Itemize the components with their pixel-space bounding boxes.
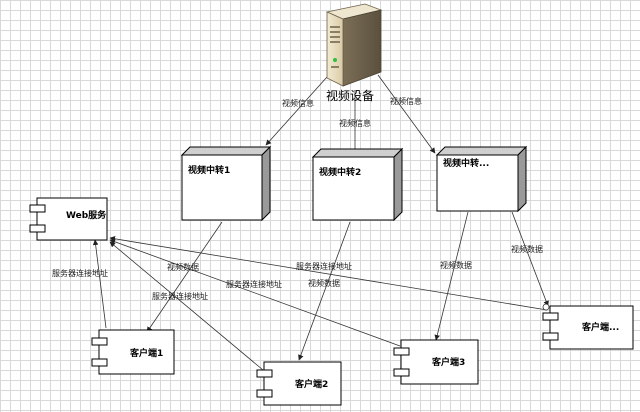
edge-relay2-client2: [298, 221, 351, 361]
client-1-label: 客户端1: [129, 347, 163, 359]
edges: [92, 74, 550, 371]
relay-node-2[interactable]: 视频中转2: [311, 147, 404, 222]
edge-clientn-web: [109, 236, 548, 311]
label-video-info-3: 视频信息: [390, 96, 422, 106]
label-video-data-2: 视频数据: [308, 278, 340, 288]
component-icon: [542, 312, 559, 321]
edge-junction-clientn: [542, 303, 550, 311]
web-service-label: Web服务: [66, 209, 107, 221]
label-server-address-4: 服务器连接地址: [296, 261, 352, 271]
edge-client2-web: [109, 241, 264, 371]
server-node[interactable]: 视频设备: [325, 3, 383, 103]
edge-client1-web: [92, 239, 107, 329]
label-video-data-4: 视频数据: [511, 244, 543, 254]
edge-server-relay1: [265, 76, 328, 146]
client-1-component[interactable]: 客户端1: [91, 329, 175, 375]
label-server-address-1: 服务器连接地址: [52, 268, 108, 278]
component-icon: [91, 337, 108, 346]
edge-server-relay3: [377, 74, 436, 154]
label-server-address-2: 服务器连接地址: [152, 291, 208, 301]
edge-relay3-clientn: [511, 211, 549, 307]
client-n-label: 客户端...: [581, 321, 619, 333]
relay-node-2-label: 视频中转2: [319, 166, 361, 178]
label-video-info-2: 视频信息: [339, 118, 371, 128]
edge-client3-web: [109, 239, 401, 347]
edge-labels: 视频信息 视频信息 视频信息 视频数据 视频数据 视频数据 视频数据 服务器连接…: [52, 96, 543, 301]
client-2-component[interactable]: 客户端2: [256, 361, 342, 406]
server-icon: [325, 3, 383, 87]
client-n-component[interactable]: 客户端...: [542, 305, 634, 350]
relay-node-1-label: 视频中转1: [188, 164, 230, 176]
label-video-data-3: 视频数据: [440, 260, 472, 270]
label-video-data-1: 视频数据: [167, 262, 199, 272]
edge-relay1-client1: [146, 221, 223, 333]
client-3-component[interactable]: 客户端3: [393, 339, 479, 385]
client-3-label: 客户端3: [431, 356, 465, 368]
relay-node-1[interactable]: 视频中转1: [180, 145, 272, 222]
edge-relay3-client3: [434, 211, 469, 341]
relay-node-3[interactable]: 视频中转...: [435, 145, 528, 213]
component-icon: [256, 369, 273, 378]
relay-node-3-label: 视频中转...: [443, 157, 489, 169]
client-2-label: 客户端2: [294, 378, 328, 390]
web-service-component[interactable]: Web服务: [29, 197, 108, 241]
label-video-info-1: 视频信息: [282, 98, 314, 108]
label-server-address-3: 服务器连接地址: [226, 279, 282, 289]
component-icon: [29, 204, 46, 213]
server-label: 视频设备: [326, 88, 374, 103]
component-icon: [393, 347, 410, 356]
